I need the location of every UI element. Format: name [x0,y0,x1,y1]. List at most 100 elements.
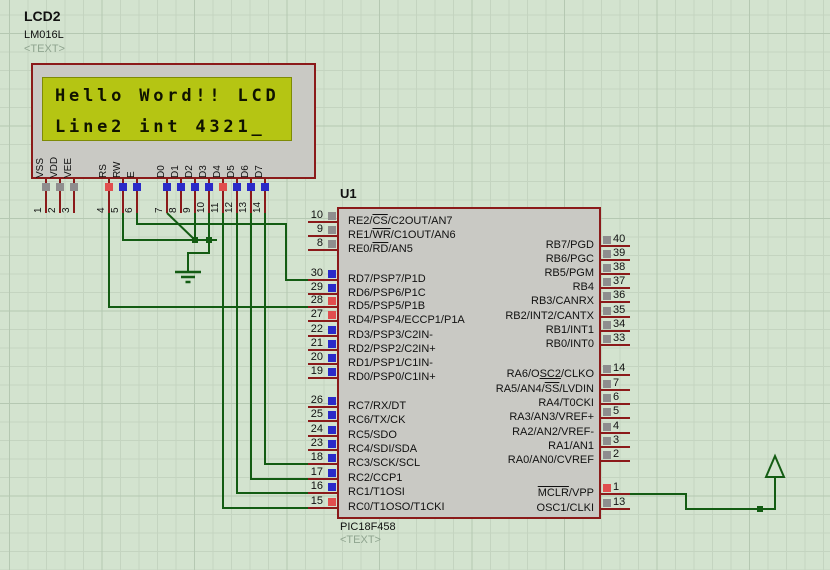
mcu-pin-number: 16 [310,480,323,492]
mcu-pin-number: 20 [310,351,323,363]
pin-state-square [328,454,336,462]
junction-dot [757,506,763,512]
lcd-pin-number: 1 [33,207,44,213]
mcu-pin-label: RD1/PSP1/C1IN- [348,357,433,370]
pin-state-square [133,183,141,191]
mcu-pin-number: 35 [613,304,626,316]
pin-state-square [42,183,50,191]
mcu-pin-number: 22 [310,323,323,335]
pin-state-square [603,278,611,286]
pin-state-square [56,183,64,191]
mcu-model-label[interactable]: PIC18F458 [340,521,396,533]
wire-mclr-to-power[interactable] [630,477,776,510]
pin-state-square [328,226,336,234]
lcd-pin-number: 3 [61,207,72,213]
pin-state-square [328,368,336,376]
pin-state-square [603,250,611,258]
lcd-pin-number: 2 [47,207,58,213]
mcu-pin-number: 6 [613,391,620,403]
lcd-pin-number: 5 [110,207,121,213]
pin-label-text: RB5/PGM [544,267,594,279]
mcu-pin-label: RA1/AN1 [400,440,594,453]
pin-label-text: RD3/PSP3/C2IN- [348,329,433,341]
lcd-ref-label[interactable]: LCD2 [24,8,61,24]
pin-state-square [328,411,336,419]
mcu-pin-label: RD5/PSP5/P1B [348,300,425,313]
pin-label-text: MCLR [537,487,569,499]
pin-state-square [603,451,611,459]
mcu-pin-number: 14 [613,362,626,374]
pin-label-text: RA3/AN3/VREF+ [509,411,594,423]
mcu-pin-label: RB5/PGM [400,267,594,280]
pin-label-text: RA4/T0CKI [538,397,594,409]
pin-label-text: RB0/INT0 [545,338,594,350]
pin-label-text: RB4 [572,281,594,293]
mcu-ref-label[interactable]: U1 [340,186,357,201]
lcd-pin-number: 7 [154,207,165,213]
mcu-pin-label: RD7/PSP7/P1D [348,273,426,286]
pin-state-square [233,183,241,191]
pin-label-text: RC6/TX/CK [348,414,406,426]
pin-label-text: RA0/AN0/CVREF [507,454,594,466]
pin-label-text: RC5/SDO [348,429,397,441]
lcd-pin-number: 11 [210,202,221,213]
pin-state-square [603,408,611,416]
mcu-pin-label: RE2/CS/C2OUT/AN7 [348,215,453,228]
mcu-pin-label: RB3/CANRX [400,295,594,308]
pin-state-square [328,240,336,248]
pin-state-square [328,426,336,434]
lcd-screen: Hello Word!! LCD Line2 int 4321_ [42,77,292,141]
power-arrow[interactable] [764,453,786,478]
mcu-component-body[interactable] [337,207,601,519]
mcu-pin-number: 24 [310,423,323,435]
pin-state-square [603,292,611,300]
pin-label-text: RC7/RX/DT [348,400,407,412]
pin-label-text: RA6/O [506,368,540,380]
mcu-pin-number: 15 [310,495,323,507]
mcu-pin-number: 29 [310,281,323,293]
mcu-pin-label: RA3/AN3/VREF+ [400,411,594,424]
wire-rs-to-rd5[interactable] [108,213,308,308]
mcu-pin-number: 34 [613,318,626,330]
lcd-text-tag: <TEXT> [24,43,65,55]
pin-label-text: OSC1/CLKI [536,502,594,514]
wire-d0-diagonal[interactable] [166,212,196,241]
pin-label-text: RC3/SCK/SCL [348,457,421,469]
pin-state-square [205,183,213,191]
pin-state-square [603,380,611,388]
mcu-pin-number: 18 [310,451,323,463]
pin-state-square [177,183,185,191]
wire-e-to-rd7[interactable] [136,213,308,281]
pin-label-text: RC2/CCP1 [348,472,403,484]
pin-label-text: RD6/PSP6/P1C [348,287,426,299]
lcd-model-label[interactable]: LM016L [24,29,64,41]
mcu-pin-number: 9 [316,223,323,235]
pin-label-text: RD [372,243,389,255]
pin-state-square [328,483,336,491]
wire-d5-to-rc1[interactable] [236,213,308,494]
pin-state-square [70,183,78,191]
pin-state-square [603,321,611,329]
pin-label-text: RB3/CANRX [531,295,594,307]
mcu-pin-number: 19 [310,365,323,377]
pin-state-square [328,340,336,348]
pin-label-text: /AN5 [388,243,413,255]
pin-state-square [328,498,336,506]
pin-state-square [603,236,611,244]
pin-state-square [603,394,611,402]
lcd-pin-number: 8 [168,207,179,213]
lcd-pin-number: 6 [124,207,135,213]
wire-ground-drop[interactable] [187,240,210,272]
pin-label-text: RD5/PSP5/P1B [348,300,426,312]
mcu-pin-label: RB6/PGC [400,253,594,266]
mcu-pin-number: 21 [310,337,323,349]
lcd-pin-number: 10 [196,201,207,213]
pin-state-square [328,297,336,305]
wire-d4-to-rc0[interactable] [222,213,308,509]
pin-state-square [247,183,255,191]
wire-d7-to-rc3[interactable] [264,213,308,465]
wire-d6-to-rc2[interactable] [250,213,308,480]
wire-rw-to-ground[interactable] [122,213,217,241]
